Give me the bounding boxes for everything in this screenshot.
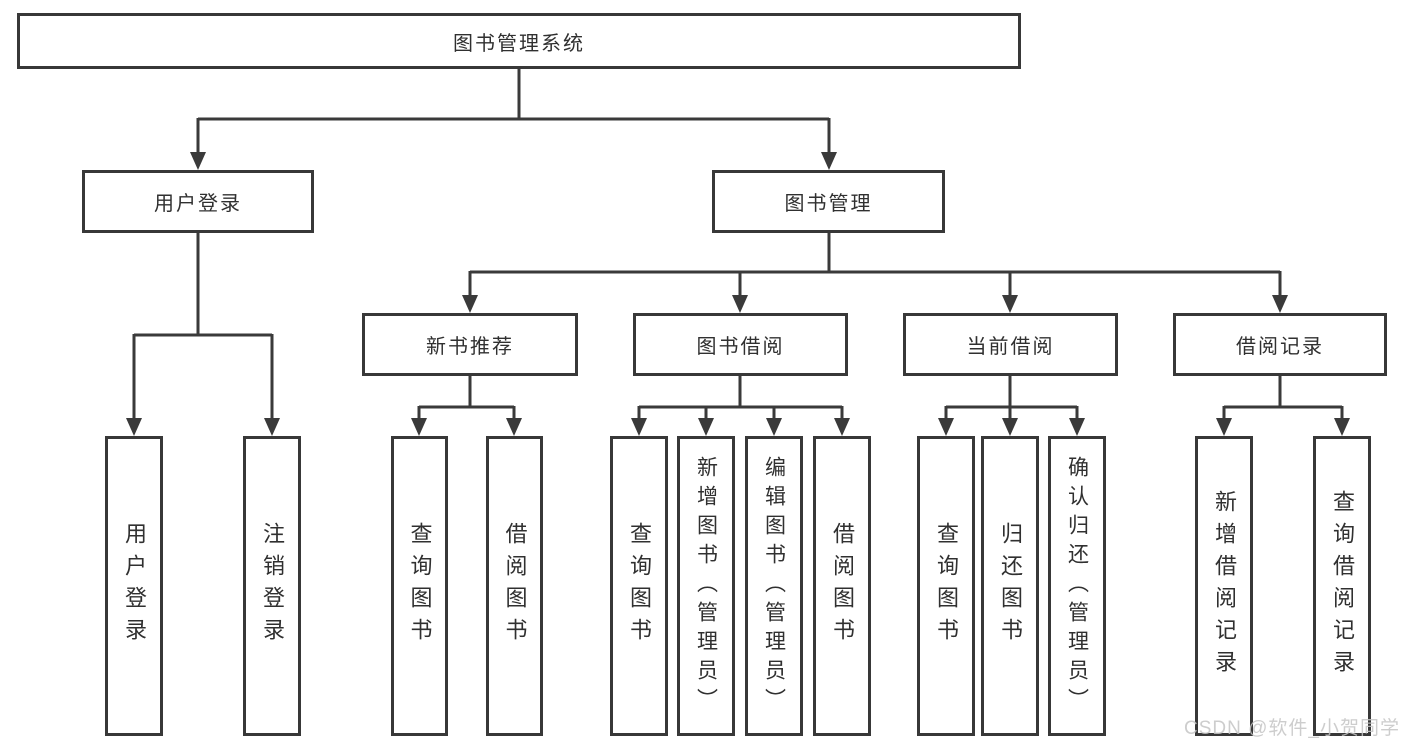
csdn-watermark: CSDN @软件_小贺同学 — [1184, 718, 1400, 739]
leaf-edit-book-admin: 编辑图书（管理员） — [745, 436, 803, 736]
leaf-borrow-book: 借阅图书 — [813, 436, 871, 736]
node-root: 图书管理系统 — [17, 13, 1021, 69]
node-new-book-recommend: 新书推荐 — [362, 313, 578, 376]
leaf-query-book-borrow: 查询图书 — [610, 436, 668, 736]
leaf-query-book-current: 查询图书 — [917, 436, 975, 736]
node-current-borrow: 当前借阅 — [903, 313, 1118, 376]
leaf-borrow-book-recommend: 借阅图书 — [486, 436, 543, 736]
leaf-add-borrow-record: 新增借阅记录 — [1195, 436, 1253, 736]
node-borrow-record: 借阅记录 — [1173, 313, 1387, 376]
leaf-return-book: 归还图书 — [981, 436, 1039, 736]
leaf-add-book-admin: 新增图书（管理员） — [677, 436, 735, 736]
leaf-confirm-return-admin: 确认归还（管理员） — [1048, 436, 1106, 736]
leaf-query-book-recommend: 查询图书 — [391, 436, 448, 736]
leaf-query-borrow-record: 查询借阅记录 — [1313, 436, 1371, 736]
node-user-login: 用户登录 — [82, 170, 314, 233]
node-book-management: 图书管理 — [712, 170, 945, 233]
node-book-borrow: 图书借阅 — [633, 313, 848, 376]
leaf-user-login: 用户登录 — [105, 436, 163, 736]
leaf-logout: 注销登录 — [243, 436, 301, 736]
